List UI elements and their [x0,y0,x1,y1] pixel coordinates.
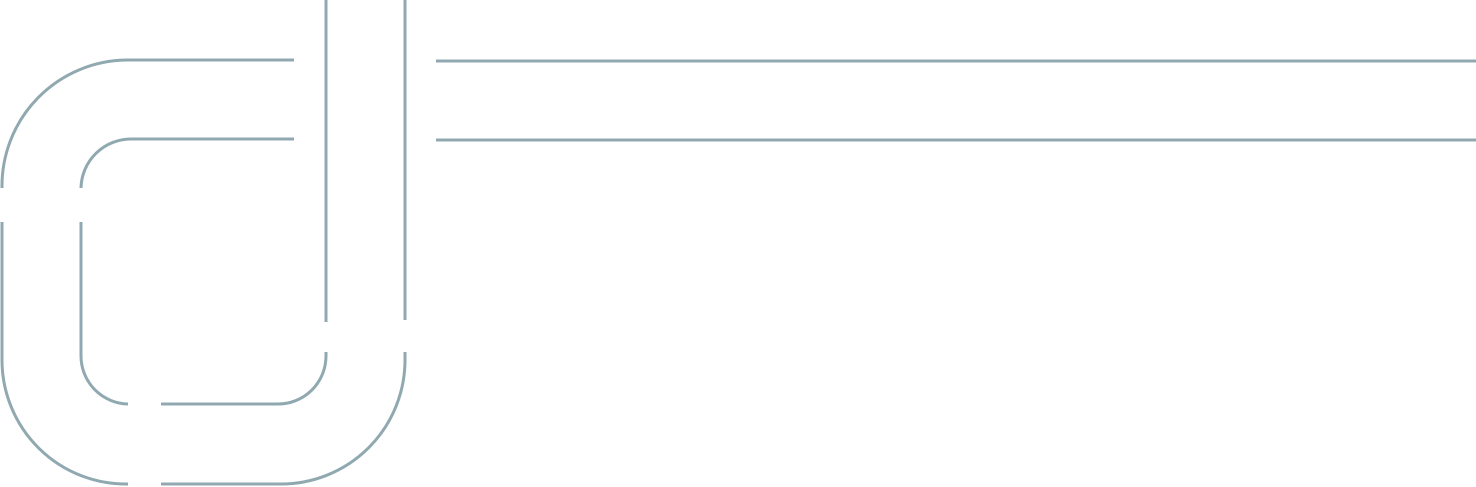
outer-top-arc [0,58,294,189]
outer-bottom-arc [161,352,407,486]
inner-top-arc [79,137,294,189]
inner-bottom-arc [161,352,328,406]
inner-left-bottom-arc [79,222,129,406]
outer-left-bottom-arc [0,222,129,486]
